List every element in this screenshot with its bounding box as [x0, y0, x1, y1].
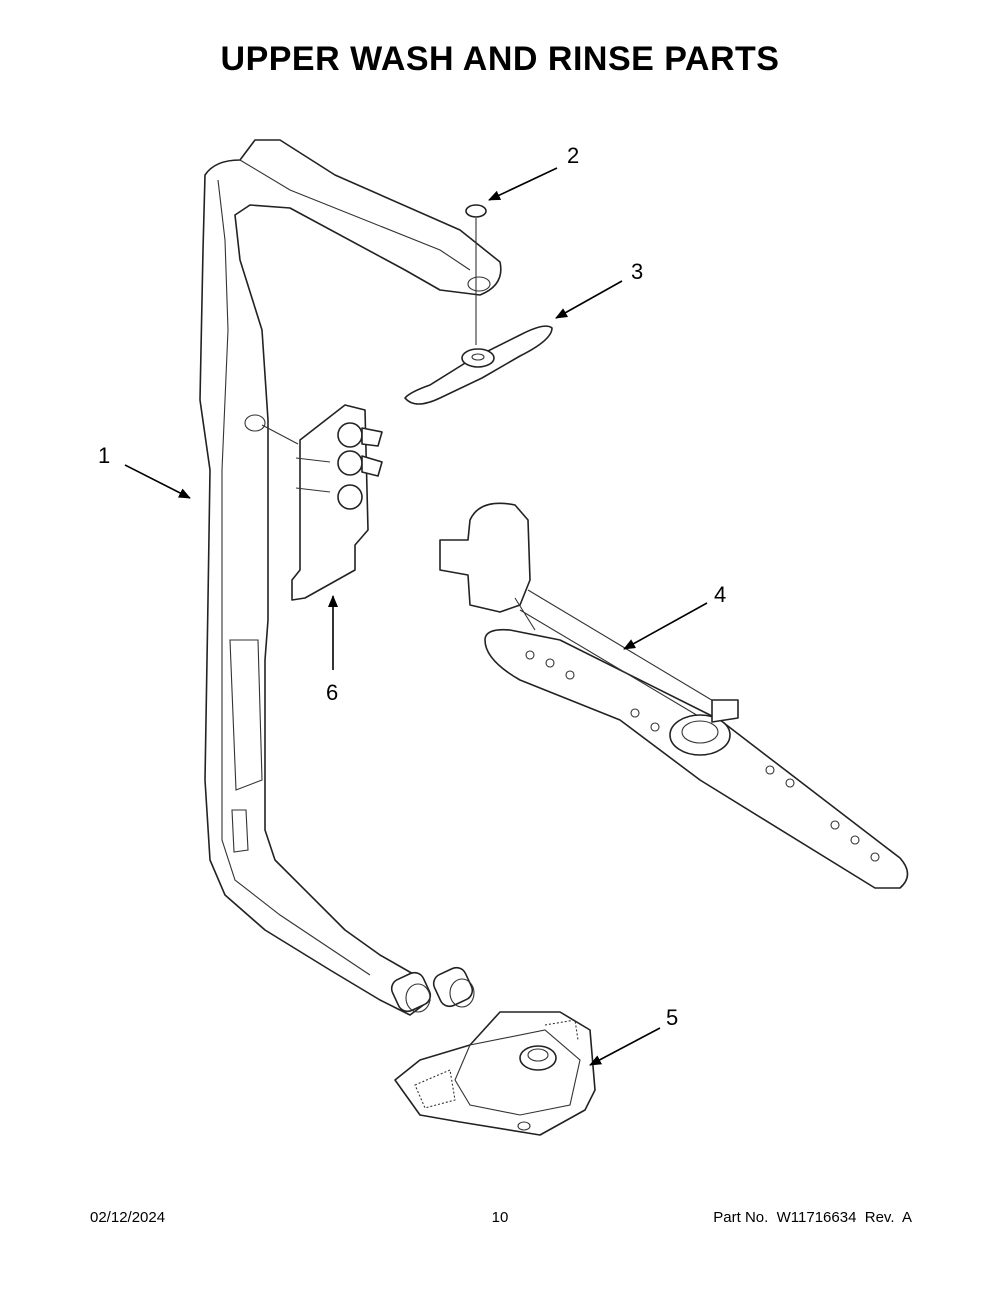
callout-5-arrow	[589, 1027, 661, 1066]
callout-2-arrow	[488, 167, 558, 201]
callout-4: 4	[714, 582, 726, 607]
diverter-valve-part[interactable]	[261, 404, 383, 601]
pump-housing-part[interactable]	[394, 1011, 596, 1136]
upper-spray-arm-part[interactable]	[404, 325, 553, 405]
callout-3: 3	[631, 259, 643, 284]
callout-2: 2	[567, 143, 579, 168]
callout-1-arrow	[124, 464, 191, 499]
footer-part-number: Part No. W11716634 Rev. A	[713, 1209, 912, 1226]
callout-5: 5	[666, 1005, 678, 1030]
footer-page-number: 10	[491, 1209, 509, 1226]
callout-3-arrow	[555, 280, 623, 319]
callout-1: 1	[98, 443, 110, 468]
spray-arm-nut-part[interactable]	[465, 204, 487, 345]
callout-4-arrow	[623, 602, 708, 650]
footer-date: 02/12/2024	[90, 1209, 166, 1226]
middle-spray-arm-part[interactable]	[439, 502, 909, 889]
supply-tube-part[interactable]	[199, 139, 502, 1016]
callout-6: 6	[326, 680, 338, 705]
page-title: UPPER WASH AND RINSE PARTS	[220, 40, 780, 78]
